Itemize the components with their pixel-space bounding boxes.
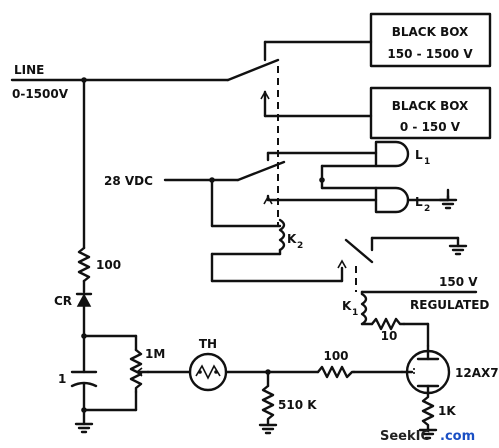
black-box-high-range: 150 - 1500 V [387,47,473,61]
black-box-low [369,86,492,140]
lamp-l2 [374,186,410,214]
resistor-10 [370,317,406,331]
resistor-10-label: 10 [381,329,398,343]
capacitor-label: 1 [58,372,66,386]
vdc-wires [163,151,378,228]
ground-lamps [438,188,458,210]
k2-coil-wires [210,248,344,283]
lamp-l1 [374,140,410,168]
lamp-l1-label: L [415,148,423,162]
resistor-1k-label: 1K [438,404,456,418]
lamp-return-wires [319,164,450,202]
line-label: LINE [14,63,44,77]
tube-label: 12AX7 [455,366,499,380]
vacuum-tube-12ax7 [400,344,451,395]
lamp-l2-label: L [415,195,423,209]
line-range-label: 0-1500V [12,87,69,101]
black-box-high-title: BLACK BOX [392,25,469,39]
lamp-l1-sub: 1 [424,157,430,167]
k1-sub: 1 [352,308,358,318]
k2-line-switch [226,40,373,118]
watermark-right: .com [440,429,475,444]
k2-sub: 2 [297,241,303,251]
rc-network-wires [81,333,138,426]
diode-label: CR [54,294,72,308]
resistor-100-grid [316,365,356,379]
signal-wires [146,369,404,388]
diode-cr [75,292,93,338]
capacitor [70,370,98,388]
black-box-high [369,12,492,68]
relay-coil-k1 [360,290,368,326]
black-box-low-range: 0 - 150 V [400,120,461,134]
regulated-supply-wires [360,290,478,348]
lamp-l2-sub: 2 [424,204,430,214]
thermistor-label: TH [199,337,217,351]
k2-label: K [287,232,297,246]
resistor-510k-label: 510 K [278,398,317,412]
regulated-voltage-label: 150 V [439,275,478,289]
ground-main [74,422,94,434]
relay-coil-k2 [278,218,286,252]
black-box-low-title: BLACK BOX [392,99,469,113]
k1-label: K [342,299,352,313]
vdc-label: 28 VDC [104,174,153,188]
watermark: SeekIC .com [380,429,475,444]
ground-k1 [448,236,468,256]
line-wires [10,77,230,250]
resistor-100-top-label: 100 [96,258,121,272]
potentiometer-label: 1M [145,347,165,361]
potentiometer [129,348,150,394]
resistor-1k [421,391,435,431]
resistor-100-top [77,246,91,294]
thermistor-th [188,352,228,392]
k1-switch [337,236,460,269]
ground-tube [418,427,438,440]
resistor-100-grid-label: 100 [323,349,348,363]
regulated-label: REGULATED [410,298,489,312]
ground-510k [258,423,278,435]
watermark-left: SeekIC [380,429,430,444]
resistor-510k [261,384,275,427]
